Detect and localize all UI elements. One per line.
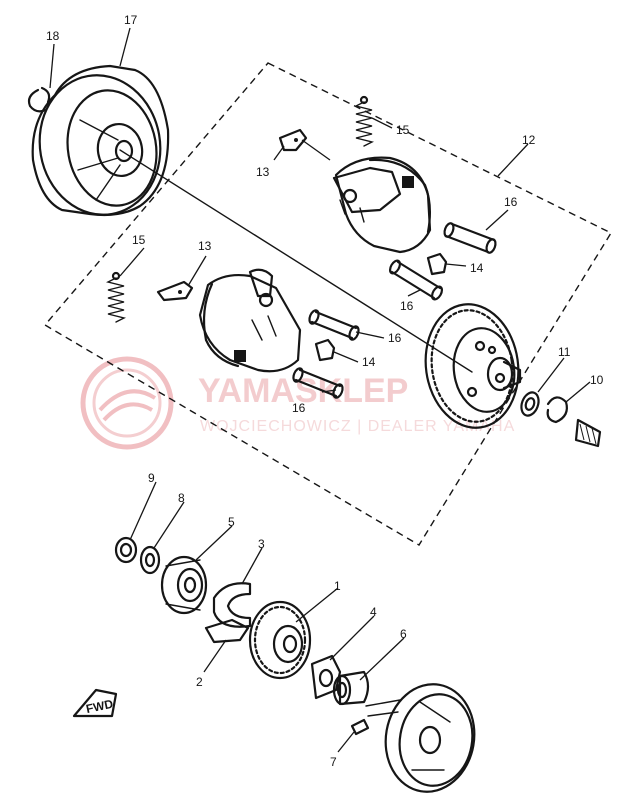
callout-6: 6 <box>400 627 407 641</box>
hub-5 <box>160 555 208 615</box>
watermark-brand: YAMASKLEP <box>198 372 408 410</box>
fwd-label: FWD <box>85 697 115 716</box>
plate-13-lower <box>156 280 194 302</box>
washer-11 <box>520 391 540 417</box>
block-14-lower <box>314 338 336 362</box>
callout-labels: 18 17 15 13 12 16 14 16 15 13 16 14 16 1… <box>46 13 604 769</box>
callout-14-upper: 14 <box>470 261 484 275</box>
callout-12: 12 <box>522 133 536 147</box>
callout-17: 17 <box>124 13 138 27</box>
spring-15-upper <box>353 95 375 147</box>
callout-16-mid: 16 <box>400 299 414 313</box>
watermark-tagline: WOJCIECHOWICZ | DEALER YAMAHA <box>200 418 515 435</box>
bushing-6 <box>332 670 370 706</box>
callout-7: 7 <box>330 755 337 769</box>
callout-14-lower: 14 <box>362 355 376 369</box>
callout-16-upper: 16 <box>504 195 518 209</box>
callout-1: 1 <box>334 579 341 593</box>
callout-8: 8 <box>178 491 185 505</box>
callout-15-lower: 15 <box>132 233 146 247</box>
washer-4 <box>310 654 342 700</box>
pin-16-lower-a <box>308 309 360 341</box>
gear-1 <box>248 600 312 680</box>
callout-4: 4 <box>370 605 377 619</box>
callout-15-upper: 15 <box>396 123 410 137</box>
callout-3: 3 <box>258 537 265 551</box>
callout-5: 5 <box>228 515 235 529</box>
callout-16-lower-b: 16 <box>292 401 306 415</box>
block-14-upper <box>426 252 448 276</box>
pin-16-upper <box>443 222 497 254</box>
clutch-shoe-upper <box>332 156 432 254</box>
washer-8 <box>139 545 161 575</box>
leader-lines <box>49 27 591 753</box>
primary-gear <box>424 303 522 429</box>
spring-15-lower <box>105 271 127 323</box>
callout-9: 9 <box>148 471 155 485</box>
callout-13-upper: 13 <box>256 165 270 179</box>
crank-disc <box>365 683 476 793</box>
shaft-end <box>574 418 602 448</box>
shoe-2 <box>204 618 250 644</box>
fwd-arrow-icon: FWD <box>72 688 118 718</box>
clutch-housing-17 <box>31 64 473 373</box>
clutch-shoe-lower <box>198 268 302 373</box>
callout-13-lower: 13 <box>198 239 212 253</box>
shoe-3 <box>212 582 252 628</box>
callout-18: 18 <box>46 29 60 43</box>
watermark: YAMASKLEP WOJCIECHOWICZ | DEALER YAMAHA <box>80 356 515 450</box>
callout-11: 11 <box>558 345 571 359</box>
plate-13-upper <box>278 128 331 161</box>
callout-16-lower-a: 16 <box>388 331 402 345</box>
circlip-18 <box>27 86 51 113</box>
assembly-boundary <box>43 62 612 546</box>
key-7 <box>350 718 370 736</box>
callout-2: 2 <box>196 675 203 689</box>
circlip-10 <box>546 396 568 424</box>
callout-10: 10 <box>590 373 604 387</box>
pin-16-lower-b <box>292 367 344 399</box>
spacer-9 <box>114 536 138 564</box>
watermark-logo <box>80 356 174 450</box>
pin-16-mid <box>388 259 444 301</box>
